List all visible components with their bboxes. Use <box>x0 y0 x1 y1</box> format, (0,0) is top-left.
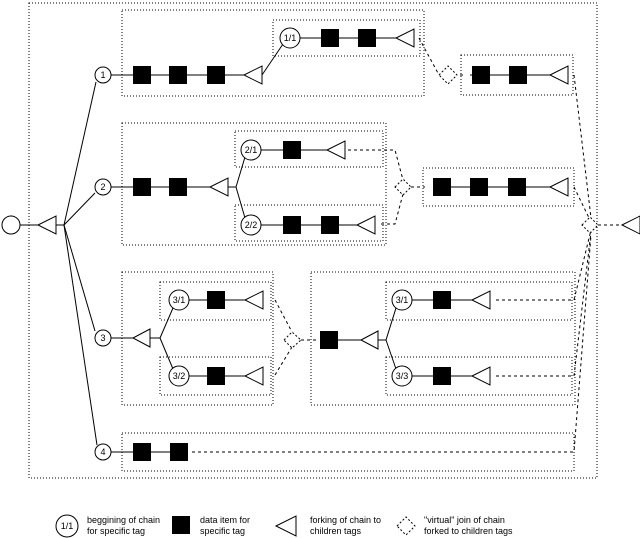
legend-diamond-text-1: "virtual" join of chain <box>424 515 505 525</box>
data-item <box>433 367 451 385</box>
legend-square-icon <box>172 516 190 534</box>
data-item <box>207 66 225 84</box>
tag-node-3-3-label: 3/3 <box>396 371 409 381</box>
data-item <box>283 216 301 234</box>
tag-node-3-1b <box>391 289 413 311</box>
end-triangle <box>620 215 640 235</box>
tag-node-4 <box>94 443 112 461</box>
join-diamond <box>283 331 302 349</box>
tag-node-3-label: 3 <box>100 333 105 343</box>
group-3-1-frame <box>159 281 272 321</box>
fork-triangle <box>131 328 151 348</box>
tag-node-2-label: 2 <box>100 182 105 192</box>
legend-circle-label: 1/1 <box>61 521 74 531</box>
tag-node-3-2-label: 3/2 <box>173 371 186 381</box>
start-circle <box>1 215 21 235</box>
data-item <box>207 367 225 385</box>
data-item <box>321 29 339 47</box>
tag-node-1-label: 1 <box>100 70 105 80</box>
data-item <box>169 178 187 196</box>
outer-frame <box>28 2 598 479</box>
group-3-join-frame <box>310 271 576 406</box>
data-item <box>509 66 527 84</box>
fork-triangle <box>470 366 491 386</box>
fork-triangle <box>242 65 263 85</box>
tag-node-2-2-label: 2/2 <box>245 220 258 230</box>
tag-node-1-1-label: 1/1 <box>284 33 297 43</box>
tag-node-4-label: 4 <box>100 447 105 457</box>
group-2-frame <box>121 122 387 246</box>
tag-node-3-1-label: 3/1 <box>173 295 186 305</box>
tag-node-3-1b-label: 3/1 <box>396 295 409 305</box>
legend-square-text-2: specific tag <box>200 526 245 536</box>
fork-triangle <box>548 177 569 197</box>
legend-triangle-text-1: forking of chain to <box>310 515 381 525</box>
data-item <box>321 216 339 234</box>
tag-node-1 <box>94 66 112 84</box>
tag-node-2-2 <box>240 214 262 236</box>
group-2-2-frame <box>234 204 384 242</box>
data-item <box>133 178 151 196</box>
fork-triangle <box>243 290 264 310</box>
data-item <box>472 66 490 84</box>
data-item <box>433 291 451 309</box>
legend-triangle-icon <box>274 515 297 537</box>
legend-triangle-text-2: children tags <box>310 526 362 536</box>
data-item <box>358 29 376 47</box>
fork-triangle <box>470 290 491 310</box>
data-item <box>133 443 151 461</box>
fork-triangle <box>548 65 569 85</box>
legend-diamond-text-2: forked to children tags <box>424 526 513 536</box>
legend-diamond-icon <box>396 516 416 536</box>
group-3-1b-frame <box>385 281 573 321</box>
tag-node-1-1 <box>279 27 301 49</box>
group-1-join-frame <box>460 54 574 96</box>
data-item <box>170 443 188 461</box>
tag-node-2 <box>94 178 112 196</box>
data-item <box>207 291 225 309</box>
legend-circle-icon <box>55 514 79 538</box>
tag-node-3-2 <box>168 365 190 387</box>
legend-circle-text-1: beggining of chain <box>87 515 160 525</box>
fork-triangle <box>243 366 264 386</box>
legend-circle-text-2: for specific tag <box>87 526 145 536</box>
fork-triangle <box>208 177 229 197</box>
group-2-join-frame <box>422 167 575 207</box>
join-diamond <box>394 178 412 196</box>
group-2-1-frame <box>234 130 384 168</box>
tag-node-3 <box>94 329 112 347</box>
tag-node-3-3 <box>391 365 413 387</box>
fork-triangle <box>355 215 376 235</box>
tag-node-3-1 <box>168 289 190 311</box>
data-item <box>470 178 488 196</box>
data-item <box>283 141 301 159</box>
legend: 1/1 beggining of chain for specific tag … <box>55 514 513 538</box>
fork-triangle <box>325 140 346 160</box>
fork-triangle <box>359 330 379 350</box>
root-fork-triangle <box>36 215 57 235</box>
data-item <box>320 331 338 349</box>
tag-node-2-1-label: 2/1 <box>245 145 258 155</box>
data-item <box>133 66 151 84</box>
group-1-1-frame <box>272 19 421 57</box>
fork-triangle <box>394 28 415 48</box>
group-1-frame <box>121 9 425 97</box>
join-diamond <box>581 216 599 234</box>
data-item <box>433 178 451 196</box>
join-diamond <box>438 65 458 85</box>
data-item <box>508 178 526 196</box>
tag-node-2-1 <box>240 139 262 161</box>
group-3-3-frame <box>385 356 573 396</box>
group-3-2-frame <box>159 356 272 396</box>
data-item <box>169 66 187 84</box>
legend-square-text-1: data item for <box>200 515 250 525</box>
